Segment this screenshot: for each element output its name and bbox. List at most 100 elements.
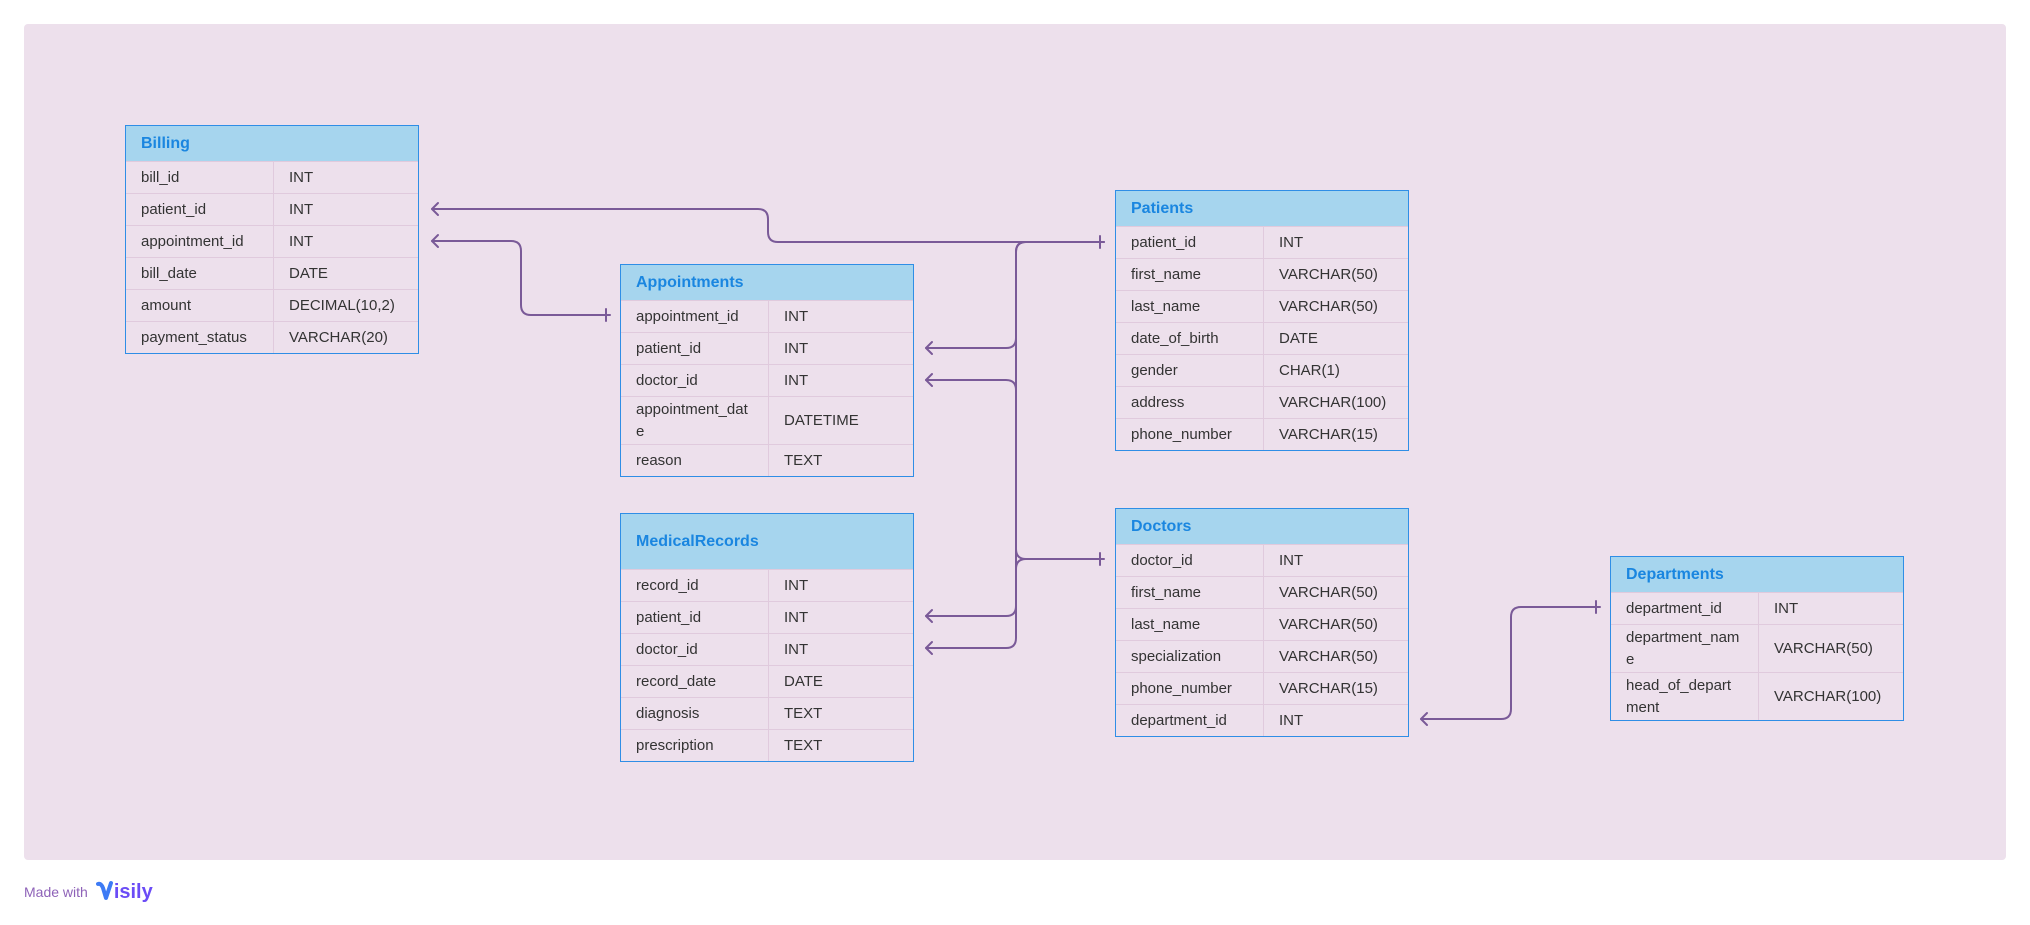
- table-row[interactable]: first_name VARCHAR(50): [1116, 576, 1408, 608]
- link-records-doctors: [925, 558, 1027, 649]
- column-name: department_name: [1626, 628, 1740, 668]
- table-row[interactable]: bill_id INT: [126, 161, 418, 193]
- made-with-visily-badge[interactable]: Made with isily: [24, 880, 153, 904]
- column-name: first_name: [1131, 583, 1202, 601]
- column-name: patient_id: [636, 339, 702, 357]
- column-type: VARCHAR(50): [1279, 265, 1378, 283]
- column-type: INT: [784, 608, 809, 626]
- table-row[interactable]: prescription TEXT: [621, 729, 913, 761]
- column-type: INT: [289, 168, 314, 186]
- column-name: first_name: [1131, 265, 1202, 283]
- column-type: TEXT: [784, 704, 823, 722]
- column-type: INT: [1279, 551, 1304, 569]
- table-row[interactable]: doctor_id INT: [1116, 544, 1408, 576]
- table-row[interactable]: appointment_id INT: [126, 225, 418, 257]
- column-type: VARCHAR(100): [1774, 687, 1882, 705]
- column-name: patient_id: [141, 200, 207, 218]
- entity-header[interactable]: Doctors: [1116, 509, 1408, 544]
- visily-logo-text: isily: [113, 880, 153, 903]
- column-type: VARCHAR(50): [1279, 583, 1378, 601]
- table-row[interactable]: patient_id INT: [621, 332, 913, 364]
- table-row[interactable]: patient_id INT: [1116, 226, 1408, 258]
- entity-title: MedicalRecords: [636, 532, 759, 550]
- entity-title: Departments: [1626, 565, 1724, 583]
- table-row[interactable]: doctor_id INT: [621, 364, 913, 396]
- column-type: TEXT: [784, 451, 823, 469]
- column-name: department_id: [1626, 599, 1722, 617]
- column-type: INT: [1774, 599, 1799, 617]
- column-name: doctor_id: [636, 371, 698, 389]
- column-name: doctor_id: [1131, 551, 1193, 569]
- visily-v-icon: [95, 881, 113, 900]
- column-type: INT: [1279, 233, 1304, 251]
- table-row[interactable]: phone_number VARCHAR(15): [1116, 418, 1408, 450]
- column-name: appointment_date: [636, 400, 748, 440]
- column-name: bill_date: [141, 264, 197, 282]
- column-name: patient_id: [636, 608, 702, 626]
- column-name: appointment_id: [141, 232, 244, 250]
- column-type: TEXT: [784, 736, 823, 754]
- entity-header[interactable]: Appointments: [621, 265, 913, 300]
- column-type: VARCHAR(20): [289, 328, 388, 346]
- column-name: bill_id: [141, 168, 180, 186]
- column-type: VARCHAR(15): [1279, 425, 1378, 443]
- crowfoot-appointments-doctor: [925, 373, 933, 387]
- crowfoot-billing-patient: [431, 202, 439, 216]
- column-type: INT: [784, 371, 809, 389]
- column-type: CHAR(1): [1279, 361, 1340, 379]
- column-name: date_of_birth: [1131, 329, 1219, 347]
- column-type: INT: [784, 339, 809, 357]
- crowfoot-billing-appointment: [431, 234, 439, 248]
- column-type: DECIMAL(10,2): [289, 296, 395, 314]
- column-name: last_name: [1131, 297, 1201, 315]
- column-name: record_date: [636, 672, 717, 690]
- made-with-label: Made with: [24, 884, 88, 900]
- column-name: appointment_id: [636, 307, 739, 325]
- entity-title: Billing: [141, 134, 190, 152]
- table-row[interactable]: patient_id INT: [621, 601, 913, 633]
- column-name: prescription: [636, 736, 714, 754]
- column-type: INT: [289, 232, 314, 250]
- link-billing-appointments: [431, 240, 611, 316]
- entity-title: Patients: [1131, 199, 1194, 217]
- entity-doctors[interactable]: Doctors doctor_id INT first_name VARCHAR(5…: [1115, 508, 1409, 737]
- entity-header[interactable]: Departments: [1611, 557, 1903, 592]
- entity-header[interactable]: MedicalRecords: [621, 514, 913, 569]
- entity-departments[interactable]: Departments department_id INT department_…: [1610, 556, 1904, 721]
- link-billing-patients: [431, 208, 1105, 243]
- column-type: INT: [784, 640, 809, 658]
- column-type: INT: [784, 576, 809, 594]
- table-row[interactable]: first_name VARCHAR(50): [1116, 258, 1408, 290]
- crowfoot-records-doctor: [925, 641, 933, 655]
- table-row[interactable]: department_id INT: [1611, 592, 1903, 624]
- entity-header[interactable]: Patients: [1116, 191, 1408, 226]
- entity-header[interactable]: Billing: [126, 126, 418, 161]
- column-name: phone_number: [1131, 425, 1232, 443]
- column-name: patient_id: [1131, 233, 1197, 251]
